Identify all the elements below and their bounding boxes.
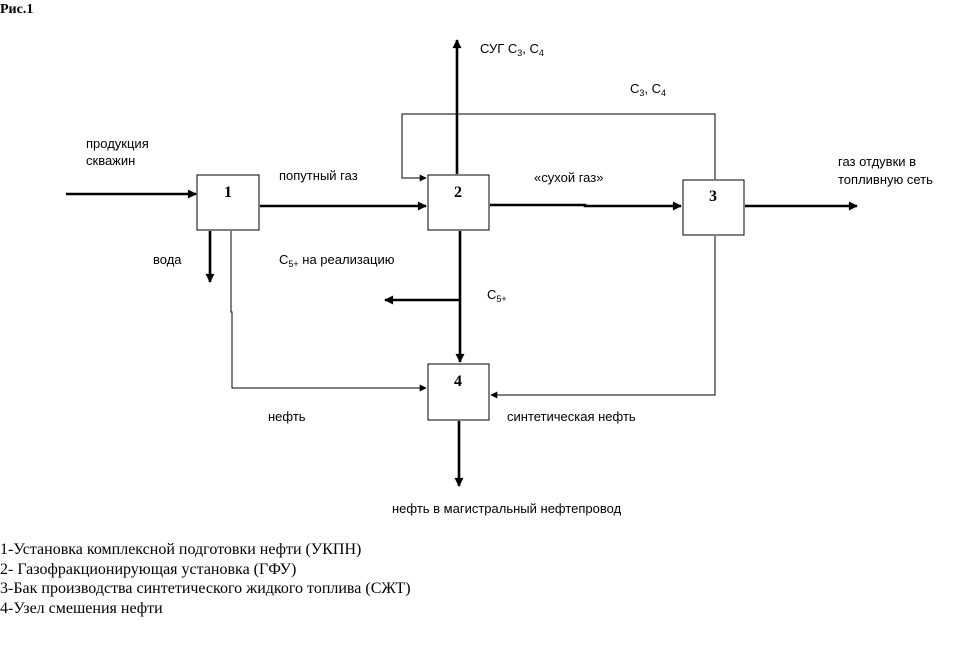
purge-label-line1: газ отдувки в [838, 154, 916, 169]
oil-line [230, 231, 427, 392]
lpg-label: СУГ С3, С4 [480, 41, 544, 58]
synthetic-oil-line [490, 236, 716, 399]
c5-sale-label: С5+ на реализацию [279, 252, 395, 269]
legend-item-2: 2- Газофракционирующая установка (ГФУ) [0, 560, 297, 578]
c5-label: С5+ [487, 287, 507, 304]
dry-gas-arrow [490, 201, 682, 211]
block-4-label: 4 [454, 373, 462, 390]
input-label-line1: продукция [86, 136, 149, 151]
water-label: вода [153, 252, 182, 267]
block-4: 4 [427, 363, 490, 421]
legend-item-1: 1-Установка комплексной подготовки нефти… [0, 541, 362, 558]
synthetic-oil-label: синтетическая нефть [507, 409, 636, 424]
purge-label-line2: топливную сеть [838, 172, 933, 187]
legend-item-4: 4-Узел смешения нефти [0, 599, 163, 617]
recycle-line [401, 113, 716, 182]
legend-item-3: 3-Бак производства синтетического жидког… [0, 580, 411, 597]
oil-label: нефть [268, 409, 306, 424]
output-label: нефть в магистральный нефтепровод [392, 501, 622, 516]
block-3: 3 [682, 179, 745, 236]
block-2: 2 [427, 174, 490, 231]
dry-gas-label: «сухой газ» [534, 170, 603, 185]
legend: 1-Установка комплексной подготовки нефти… [0, 540, 411, 618]
block-2-label: 2 [454, 184, 462, 201]
block-3-label: 3 [709, 188, 717, 205]
figure-label: Рис.1 [0, 2, 34, 17]
associated-gas-label: попутный газ [279, 168, 358, 183]
recycle-label: С3, С4 [630, 81, 666, 98]
input-label-line2: скважин [86, 153, 135, 168]
block-1: 1 [196, 174, 260, 231]
block-1-label: 1 [224, 184, 232, 201]
